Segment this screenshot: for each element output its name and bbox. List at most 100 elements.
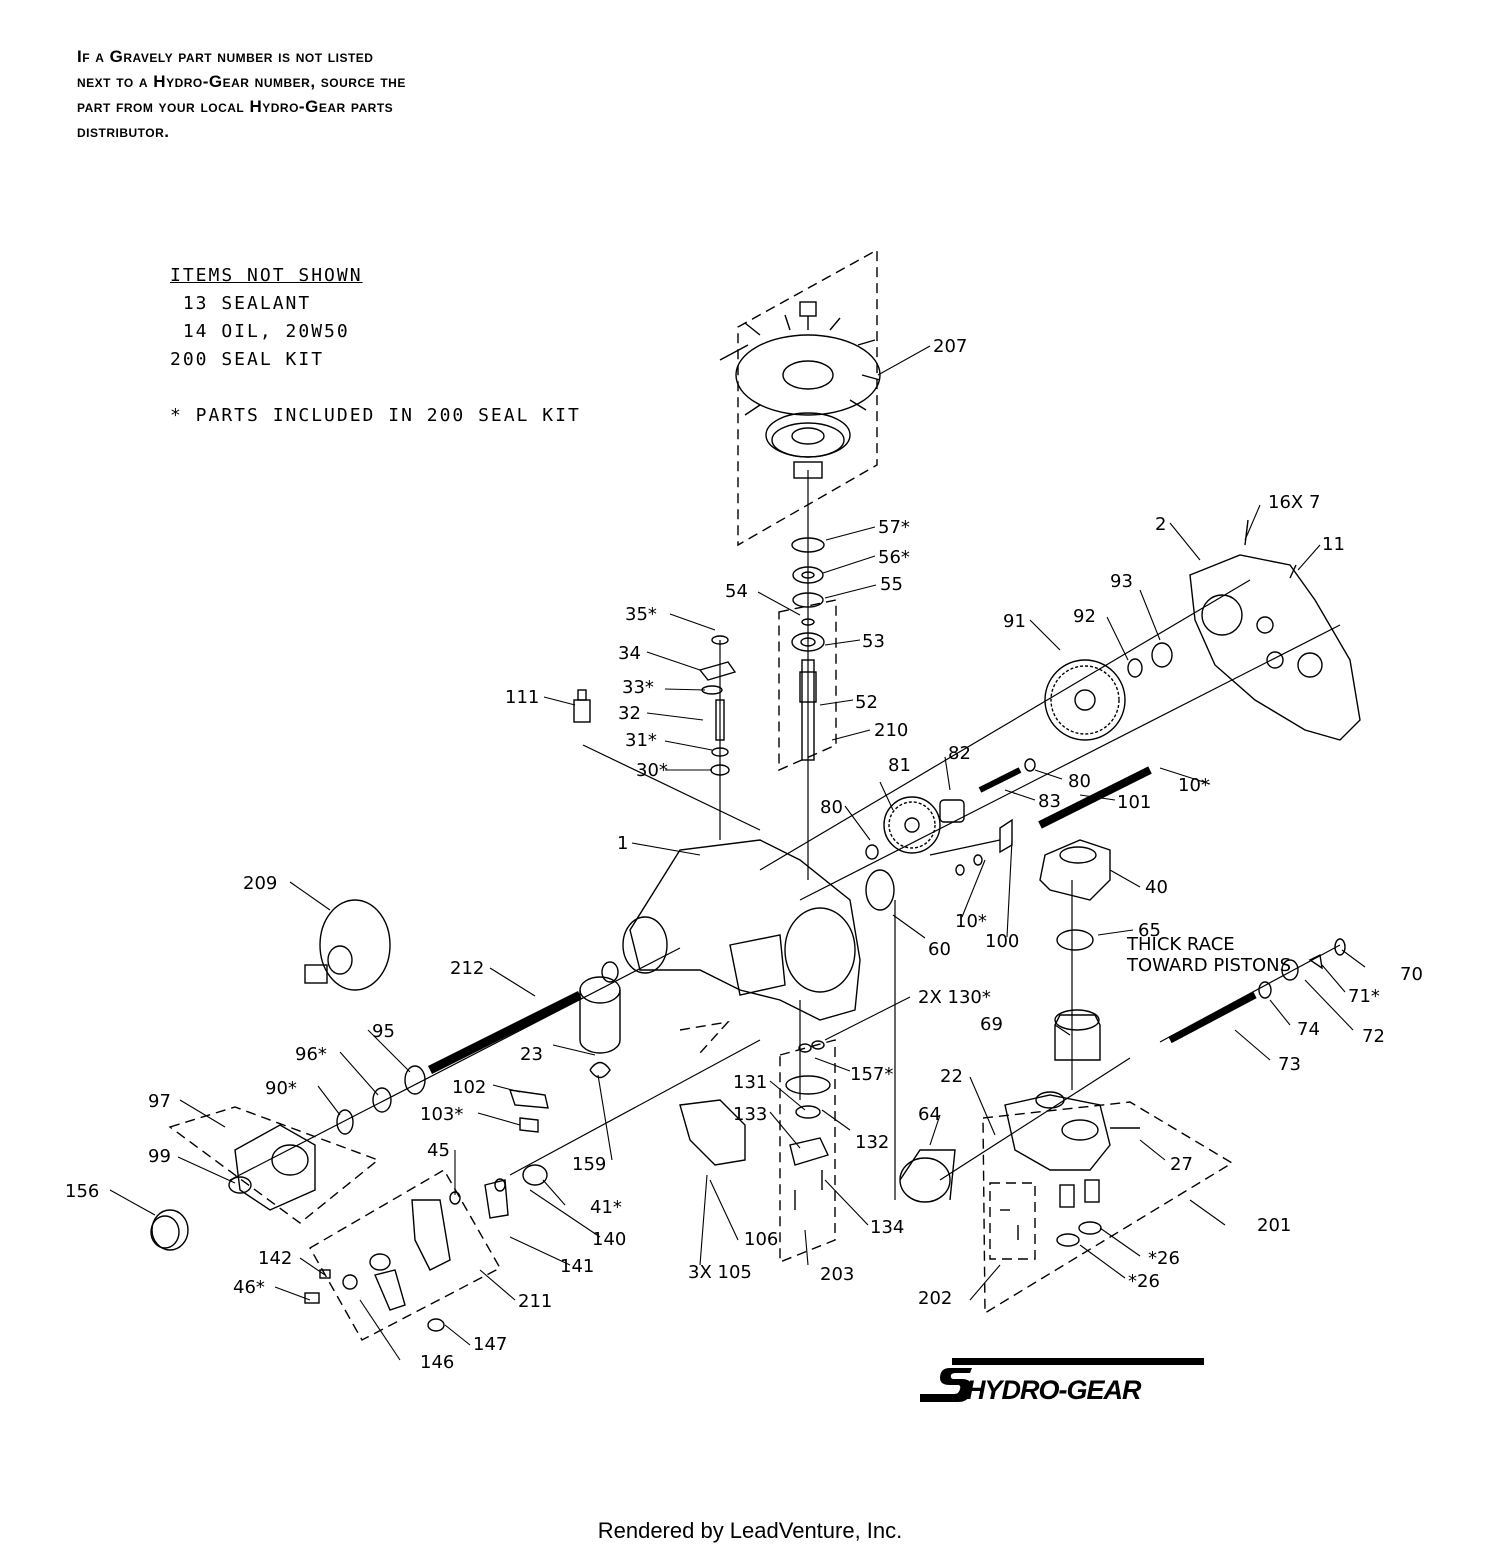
callout-label: 73 xyxy=(1278,1054,1301,1075)
callout-label: 40 xyxy=(1145,877,1168,898)
washer xyxy=(1258,981,1272,999)
callout-label: 23 xyxy=(520,1044,543,1065)
hydro-gear-logo xyxy=(920,1358,1204,1402)
callout-label: 207 xyxy=(933,336,967,357)
callout-label: 203 xyxy=(820,1264,854,1285)
filter-base-group-outline xyxy=(779,1039,836,1264)
callout-label: 46* xyxy=(233,1277,265,1298)
callout-label: 99 xyxy=(148,1146,171,1167)
seal xyxy=(522,1164,548,1186)
bracket-group-outline xyxy=(309,1169,501,1341)
callout-label: 156 xyxy=(65,1181,99,1202)
callout-label: 147 xyxy=(473,1334,507,1355)
screw xyxy=(319,1269,331,1279)
callout-label: 131 xyxy=(733,1072,767,1093)
bearing xyxy=(1151,642,1173,668)
callout-label: 159 xyxy=(572,1154,606,1175)
axle-bearing xyxy=(404,1065,426,1095)
oil-filter xyxy=(579,976,621,1054)
items-not-shown-row: 200 SEAL KIT xyxy=(170,349,325,370)
washer xyxy=(973,854,983,866)
pinion-gear xyxy=(939,799,965,823)
callout-label: 65 xyxy=(1138,920,1161,941)
callout-label: 80 xyxy=(820,797,843,818)
center-section xyxy=(1004,1091,1140,1247)
spring xyxy=(427,1318,445,1332)
callout-label: 2X 130* xyxy=(918,987,991,1008)
callout-label: 134 xyxy=(870,1217,904,1238)
callout-label: 22 xyxy=(940,1066,963,1087)
hub-nut xyxy=(228,1176,252,1194)
render-credit: Rendered by LeadVenture, Inc. xyxy=(597,1518,903,1543)
callout-label: 45 xyxy=(427,1140,450,1161)
callout-label: 212 xyxy=(450,958,484,979)
items-not-shown-list: ITEMS NOT SHOWN 13 SEALANT 14 OIL, 20W50… xyxy=(170,262,581,430)
group-outlines xyxy=(168,248,1234,1341)
note-line: part from your local Hydro-Gear parts xyxy=(77,97,394,116)
motor-cylinder-block xyxy=(1054,1009,1101,1061)
final-gear xyxy=(1044,659,1126,741)
callout-label: 69 xyxy=(980,1014,1003,1035)
callout-note: TOWARD PISTONS xyxy=(1126,955,1291,976)
callout-label: 80 xyxy=(1068,771,1091,792)
filter-spring xyxy=(589,1061,611,1079)
callout-label: 33* xyxy=(622,677,654,698)
callout-label: 3X 105 xyxy=(688,1262,752,1283)
washer xyxy=(1127,658,1143,678)
filter-bracket-outline xyxy=(679,1020,730,1054)
callout-label: 10* xyxy=(955,911,987,932)
control-shaft-parts xyxy=(698,635,737,776)
motor-housing xyxy=(1039,839,1111,901)
side-cover xyxy=(1189,519,1361,741)
filter-base xyxy=(785,1075,831,1210)
callout-label: *26 xyxy=(1128,1271,1160,1292)
seal xyxy=(865,869,895,911)
note-line: If a Gravely part number is not listed xyxy=(77,47,374,66)
vent-fitting xyxy=(573,689,591,723)
callout-label: 202 xyxy=(918,1288,952,1309)
filter-guard xyxy=(679,1099,746,1166)
callout-label: 10* xyxy=(1178,775,1210,796)
note-line: next to a Hydro-Gear number, source the xyxy=(77,72,406,91)
callout-label: 132 xyxy=(855,1132,889,1153)
callout-label: 11 xyxy=(1322,534,1345,555)
callout-label: 64 xyxy=(918,1104,941,1125)
brake-spring-arm xyxy=(374,1269,406,1311)
callout-label: 16X 7 xyxy=(1268,492,1320,513)
callout-label: 97 xyxy=(148,1091,171,1112)
brand-wordmark: HYDRO-GEAR xyxy=(966,1375,1142,1405)
callout-label: 30* xyxy=(636,760,668,781)
o-ring xyxy=(798,1043,812,1053)
brake-arm-plate xyxy=(411,1199,451,1271)
washer xyxy=(449,1191,461,1205)
callout-label: 103* xyxy=(420,1104,463,1125)
callout-label: 1 xyxy=(617,833,628,854)
callout-label: 211 xyxy=(518,1291,552,1312)
callout-label: 106 xyxy=(744,1229,778,1250)
jack-shaft xyxy=(978,767,1022,793)
callout-label: 70 xyxy=(1400,964,1423,985)
callout-label: 34 xyxy=(618,643,641,664)
callout-label: 31* xyxy=(625,730,657,751)
hub-group-outline xyxy=(168,1106,380,1224)
pump-cylinder-block xyxy=(899,1149,956,1203)
axle-seal xyxy=(372,1087,392,1113)
callout-label: 142 xyxy=(258,1248,292,1269)
callout-note: THICK RACE xyxy=(1126,934,1235,955)
callout-label: 55 xyxy=(880,574,903,595)
callout-label: 54 xyxy=(725,581,748,602)
items-not-shown-row: 13 SEALANT xyxy=(170,293,312,314)
axle-shaft xyxy=(427,990,583,1075)
callout-label: 93 xyxy=(1110,571,1133,592)
brake-puck xyxy=(369,1253,391,1271)
retaining-ring xyxy=(1334,938,1346,956)
callout-label: 53 xyxy=(862,631,885,652)
callout-label: 82 xyxy=(948,743,971,764)
callout-label: 52 xyxy=(855,692,878,713)
washer xyxy=(865,844,879,860)
callout-labels: 207 57* 56* 55 54 53 52 210 35* 34 33* 3… xyxy=(65,336,1423,1373)
callout-label: 90* xyxy=(265,1078,297,1099)
main-housing xyxy=(622,839,895,1021)
valve-group-outline xyxy=(989,1182,1036,1260)
